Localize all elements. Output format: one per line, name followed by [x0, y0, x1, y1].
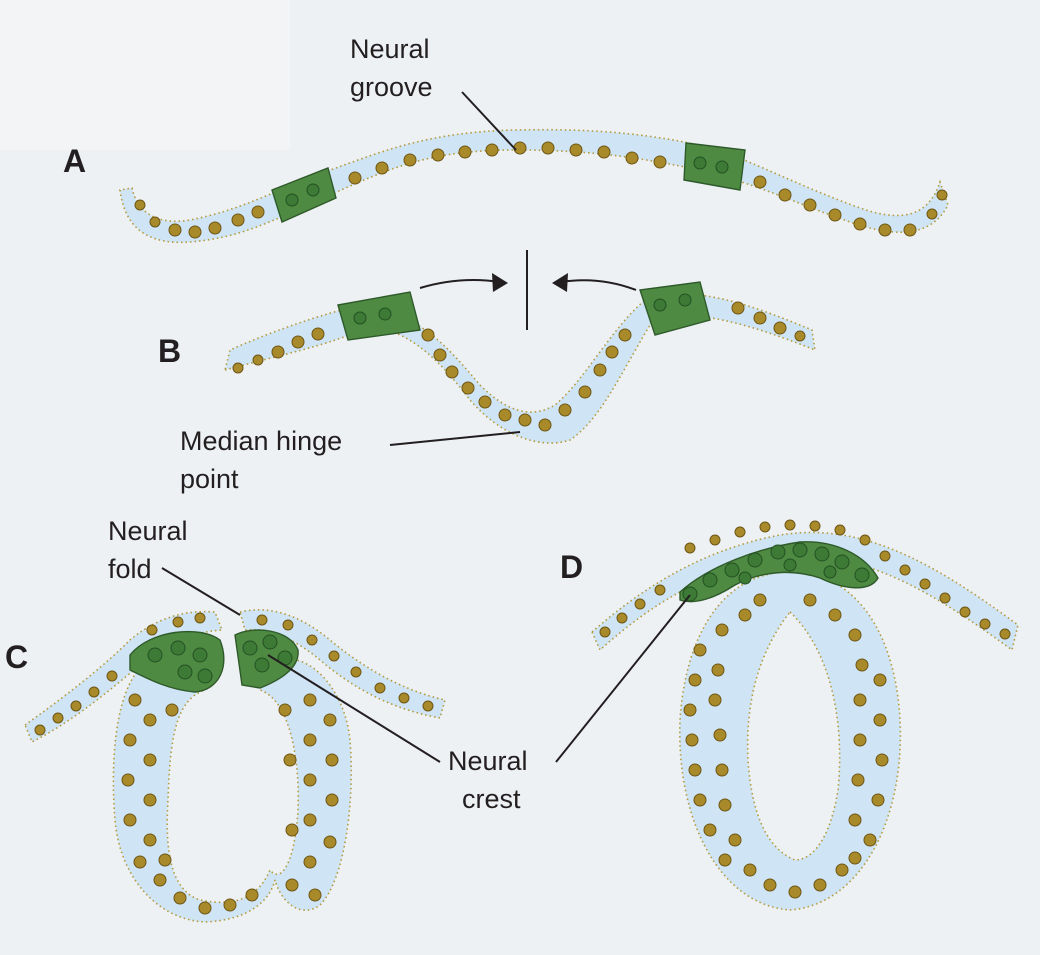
neural-fold-leader — [162, 568, 240, 615]
nuclei-c — [35, 613, 433, 914]
median-hinge-leader — [390, 432, 520, 445]
panel-label-a: A — [63, 143, 86, 179]
neural-crest-label-line1: Neural — [448, 746, 528, 776]
arrow-left-head — [492, 273, 508, 292]
neural-fold-label-line2: fold — [108, 554, 152, 584]
arrow-right-head — [552, 273, 568, 292]
neural-groove-label-line1: Neural — [350, 34, 430, 64]
stage-d-neural-tube — [592, 520, 1018, 910]
arrow-right-shaft — [560, 280, 636, 290]
panel-label-b: B — [158, 333, 181, 369]
paper-patch — [0, 0, 290, 150]
neural-crest-right-b — [640, 282, 710, 335]
neural-crest-right-a — [684, 143, 745, 190]
neural-tube-d — [680, 572, 901, 910]
neural-groove-label-line2: groove — [350, 72, 433, 102]
arrow-left-shaft — [420, 280, 500, 288]
neural-crest-left-a — [272, 168, 336, 222]
stage-b-neural-groove — [225, 282, 815, 443]
panel-label-d: D — [560, 549, 583, 585]
panel-label-c: C — [5, 639, 28, 675]
stage-c-neural-folds — [25, 610, 445, 922]
neural-crest-label-line2: crest — [462, 784, 521, 814]
median-hinge-label-line1: Median hinge — [180, 426, 342, 456]
neural-fold-label-line1: Neural — [108, 516, 188, 546]
median-hinge-label-line2: point — [180, 464, 239, 494]
